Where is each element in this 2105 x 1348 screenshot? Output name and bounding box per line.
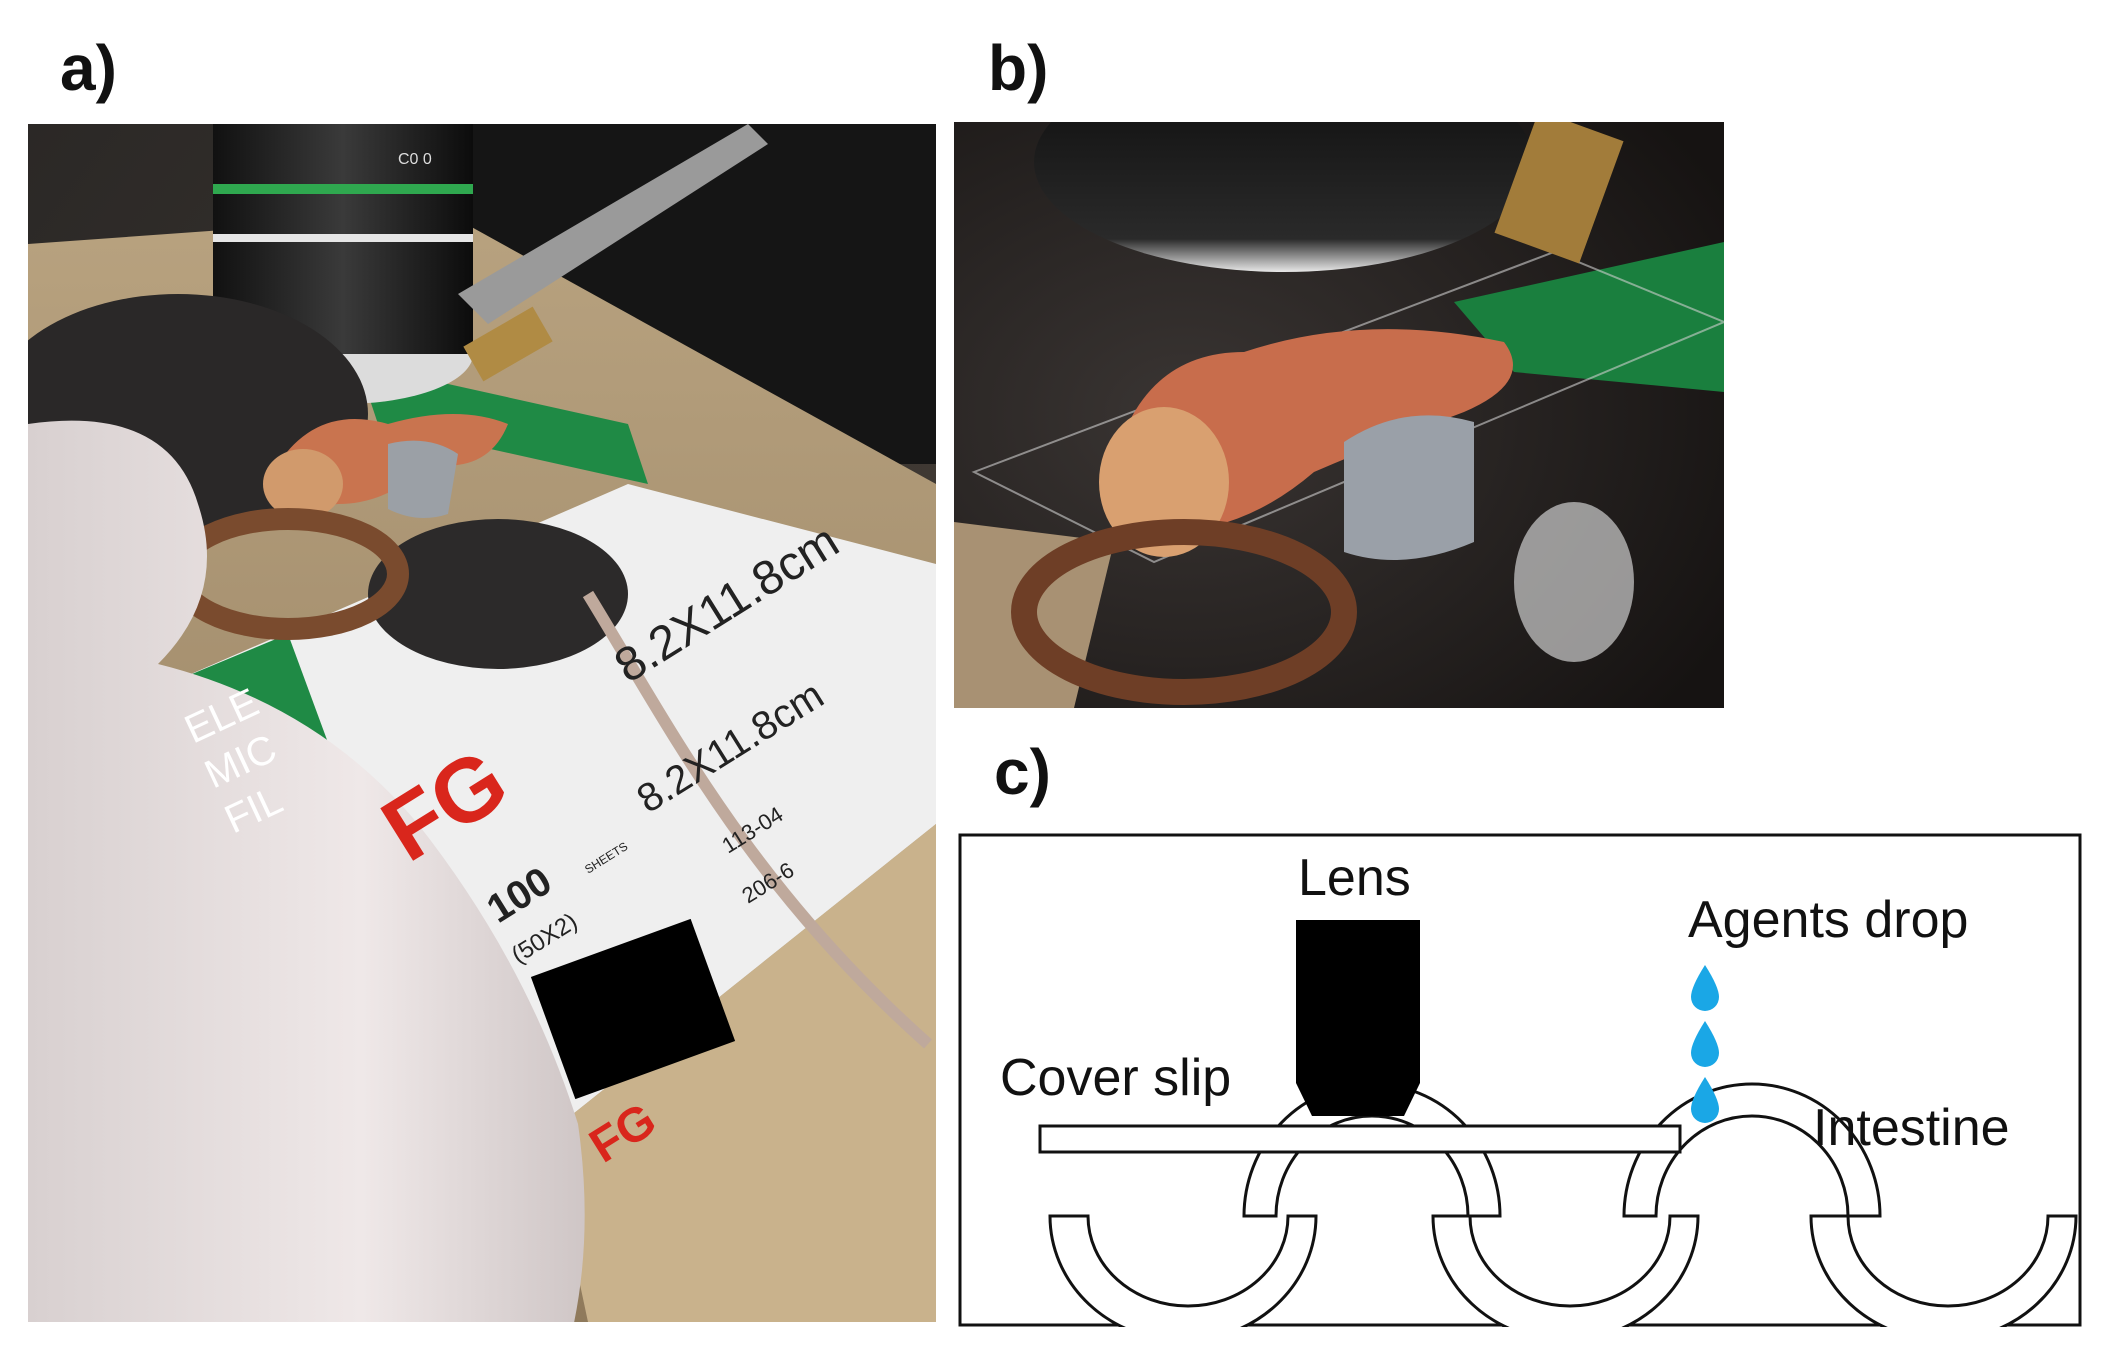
diagram-frame [958, 833, 2082, 1327]
panel-label-c: c) [994, 736, 1051, 808]
agent-drop-2 [1691, 1021, 1719, 1067]
intestine-shape [1048, 1082, 2078, 1327]
agents-drop-label: Agents drop [1688, 891, 1968, 949]
photo-b-intestine-closeup [954, 122, 1724, 708]
agent-drop-1 [1691, 965, 1719, 1011]
redaction-block [530, 918, 736, 1100]
agent-drops [1691, 965, 1719, 1123]
cover-slip [1038, 1124, 1682, 1154]
cover-slip-label: Cover slip [1000, 1049, 1231, 1107]
photo-a-experimental-setup: C0 0 8.2X11.8cm 8.2X11.8cm FG 100 SHEETS… [28, 124, 936, 1322]
lens-shape [1296, 920, 1420, 1116]
intestine-label: Intestine [1813, 1099, 2010, 1157]
schematic-diagram: Lens Agents drop Cover slip Intestine [958, 833, 2082, 1327]
panel-label-a: a) [60, 32, 117, 104]
agent-drop-3 [1691, 1077, 1719, 1123]
panel-label-b: b) [988, 32, 1049, 104]
lens-label: Lens [1298, 849, 1411, 907]
gloved-hand [28, 420, 585, 1322]
lens-marking: C0 0 [398, 151, 432, 168]
